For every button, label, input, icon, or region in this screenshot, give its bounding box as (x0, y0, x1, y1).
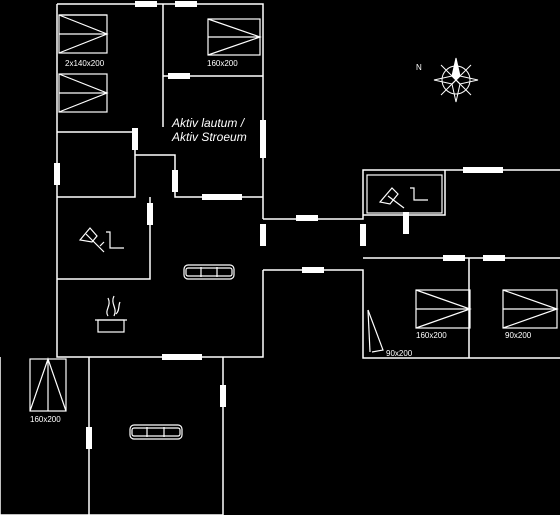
sofa-icon (183, 264, 235, 280)
opening (135, 1, 157, 7)
fireplace-icon (95, 295, 127, 333)
opening (132, 128, 138, 150)
kitchen-sink-icon (78, 227, 124, 253)
bed-icon (502, 289, 559, 329)
opening (296, 215, 318, 221)
bed-label-bottom-left: 160x200 (30, 415, 61, 424)
opening (172, 170, 178, 192)
opening (220, 385, 226, 407)
sofa-icon (129, 424, 183, 440)
bed-icon (58, 73, 109, 113)
kitchen-sink-icon (366, 174, 443, 214)
bed-icon (29, 357, 67, 412)
bed-icon (207, 18, 262, 56)
opening (168, 73, 190, 79)
bed-icon (367, 309, 384, 353)
opening (463, 167, 503, 173)
bed-icon (415, 289, 472, 329)
compass-north-label: N (416, 63, 422, 72)
beds (29, 14, 559, 412)
opening (147, 203, 153, 225)
opening (360, 224, 366, 246)
bed-label-top-left: 2x140x200 (65, 59, 105, 68)
bed-label-right-small: 90x200 (386, 349, 413, 358)
opening (162, 354, 202, 360)
bed-label-top-mid: 160x200 (207, 59, 238, 68)
room-label-line1: Aktiv lautum / (171, 116, 246, 130)
opening (54, 163, 60, 185)
opening (202, 194, 242, 200)
opening (403, 212, 409, 234)
opening (302, 267, 324, 273)
opening (260, 224, 266, 246)
opening (443, 255, 465, 261)
room-label: Aktiv lautum / Aktiv Stroeum (171, 116, 247, 144)
opening (260, 120, 266, 158)
bed-label-right-1: 160x200 (416, 331, 447, 340)
compass-icon: N (416, 57, 479, 103)
opening (175, 1, 197, 7)
opening (86, 427, 92, 449)
bed-label-right-2: 90x200 (505, 331, 532, 340)
room-label-line2: Aktiv Stroeum (171, 130, 247, 144)
bed-icon (58, 14, 109, 54)
bed-labels: 2x140x200 160x200 160x200 90x200 90x200 … (30, 59, 532, 424)
opening (483, 255, 505, 261)
openings (54, 1, 505, 449)
